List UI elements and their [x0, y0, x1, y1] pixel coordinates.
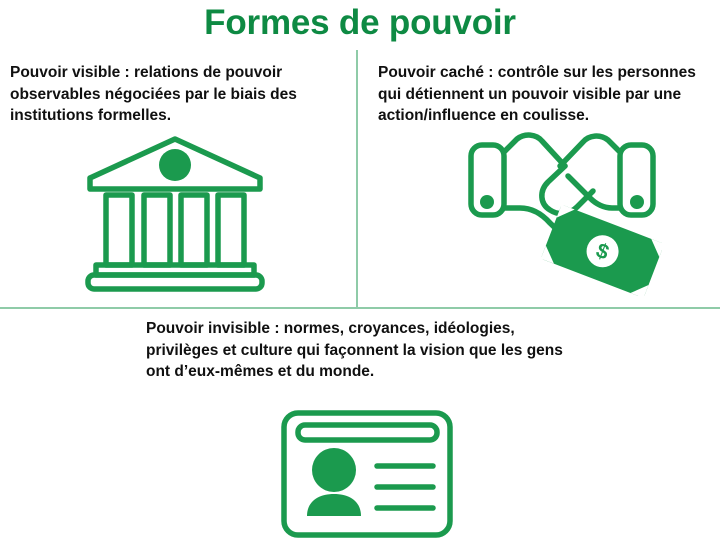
id-card-person-icon — [276, 404, 458, 544]
panel-visible-text: Pouvoir visible : relations de pouvoir o… — [10, 64, 297, 124]
panel-hidden-text: Pouvoir caché : contrôle sur les personn… — [378, 64, 696, 124]
handshake-money-icon: $ — [462, 130, 662, 296]
panel-invisible-text: Pouvoir invisible : normes, croyances, i… — [146, 320, 563, 380]
page-title: Formes de pouvoir — [204, 3, 516, 42]
horizontal-divider — [0, 307, 720, 309]
institution-building-icon — [84, 132, 266, 292]
vertical-divider — [356, 50, 358, 309]
